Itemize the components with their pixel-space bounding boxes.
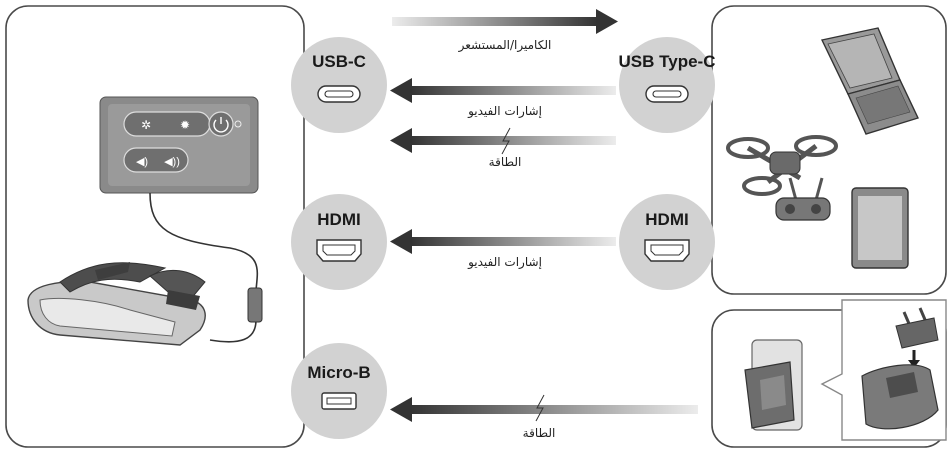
port-usbc-right: USB Type-C xyxy=(619,37,716,133)
usbc-port-icon xyxy=(317,85,361,103)
smart-glasses xyxy=(27,262,206,346)
label-video-signals: إشارات الفيديو xyxy=(467,104,542,119)
arrow-power-microb: الطاقة xyxy=(390,394,698,440)
port-label-hdmi: HDMI xyxy=(317,210,360,229)
label-power: الطاقة xyxy=(523,426,556,440)
hdmi-port-icon xyxy=(644,239,690,262)
lightning-icon xyxy=(501,127,511,155)
brightness-up-icon: ✹ xyxy=(180,118,190,132)
source-devices-panel xyxy=(711,5,947,295)
label-camera-sensor: الكاميرا/المستشعر xyxy=(458,38,552,53)
port-label-usb-type-c: USB Type-C xyxy=(619,52,716,71)
label-video-signals: إشارات الفيديو xyxy=(467,255,542,270)
arrow-video-signals-hdmi: إشارات الفيديو xyxy=(390,229,616,270)
port-label-usbc: USB-C xyxy=(312,52,366,71)
brightness-down-icon: ✲ xyxy=(141,118,151,132)
headset-panel: ✲ ✹ ◀) ◀)) xyxy=(5,5,305,448)
volume-up-icon: ◀)) xyxy=(164,156,180,168)
port-label-hdmi: HDMI xyxy=(645,210,688,229)
arrow-camera-sensor: الكاميرا/المستشعر xyxy=(392,9,618,53)
controller-device: ✲ ✹ ◀) ◀)) xyxy=(99,96,259,194)
volume-down-icon: ◀) xyxy=(136,156,148,168)
label-power: الطاقة xyxy=(489,155,522,169)
laptop-icon xyxy=(820,27,919,135)
arrow-power-usbc: الطاقة xyxy=(390,127,616,169)
port-label-microb: Micro-B xyxy=(307,363,370,382)
port-microb-left: Micro-B xyxy=(291,343,387,439)
tablet-icon xyxy=(851,187,909,269)
arrow-video-signals-usbc: إشارات الفيديو xyxy=(390,78,616,119)
lightning-icon xyxy=(535,394,545,422)
port-hdmi-right: HDMI xyxy=(619,194,715,290)
charger-panel xyxy=(711,299,947,448)
microb-port-icon xyxy=(321,392,357,410)
port-usbc-left: USB-C xyxy=(291,37,387,133)
plug-icon xyxy=(895,307,939,368)
usbc-port-icon xyxy=(645,85,689,103)
controller-cable xyxy=(149,192,259,291)
power-icon xyxy=(213,117,229,133)
drone-icon xyxy=(726,135,838,196)
hdmi-port-icon xyxy=(316,239,362,262)
remote-controller-icon xyxy=(775,177,831,221)
port-hdmi-left: HDMI xyxy=(291,194,387,290)
